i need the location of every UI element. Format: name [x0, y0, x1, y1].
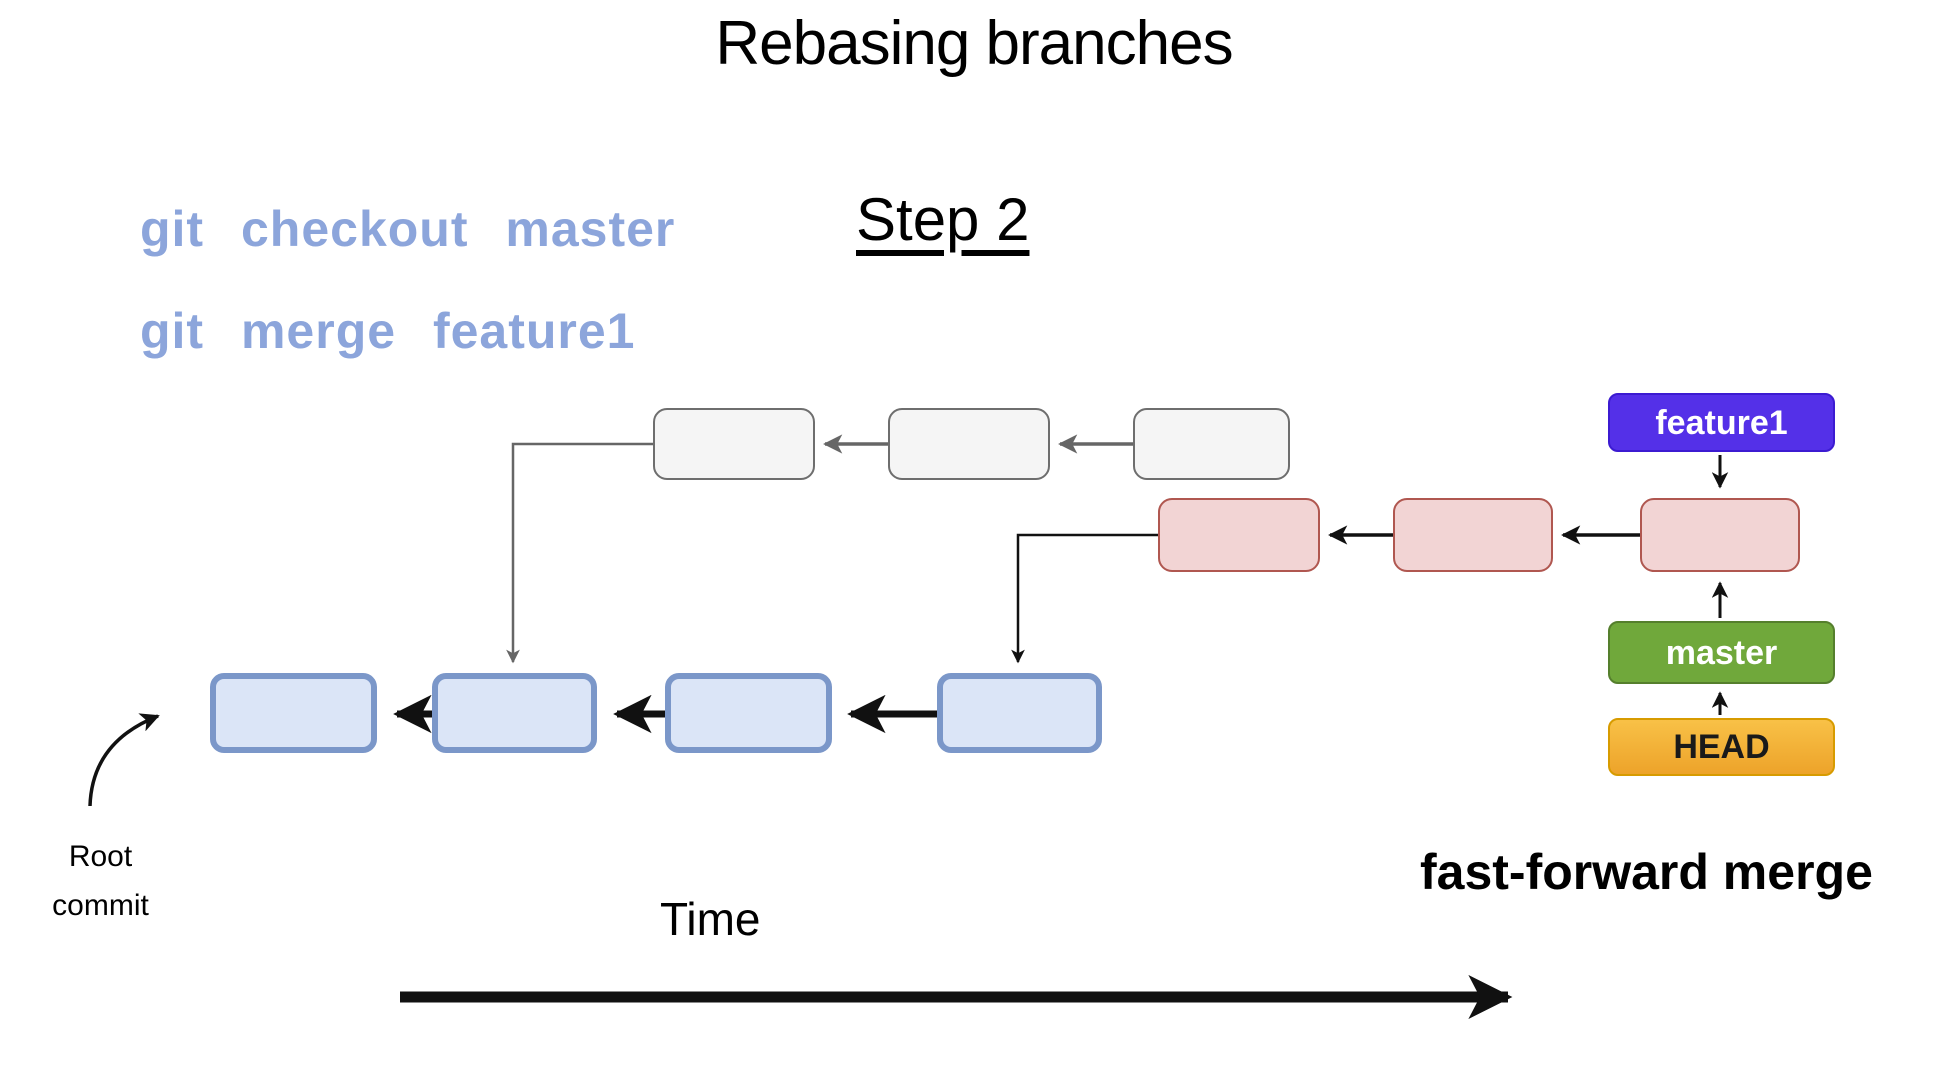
commit-rebased-1 — [1158, 498, 1320, 572]
arrow-gray-elbow-to-master-commit2 — [506, 442, 653, 664]
commit-master-4 — [937, 673, 1102, 753]
arrow-root-commit-pointer — [88, 713, 160, 807]
commit-rebased-3 — [1640, 498, 1800, 572]
commit-master-2 — [432, 673, 597, 753]
root-commit-line2: commit — [52, 889, 149, 922]
time-axis-label: Time — [660, 893, 761, 945]
commit-old-feature-1 — [653, 408, 815, 480]
commit-old-feature-3 — [1133, 408, 1290, 480]
head-pointer-label: HEAD — [1608, 718, 1835, 776]
root-commit-annotation: Root commit — [28, 832, 173, 930]
step-heading: Step 2 — [856, 186, 1030, 253]
commit-master-3 — [665, 673, 832, 753]
commit-master-1 — [210, 673, 377, 753]
page-title: Rebasing branches — [715, 9, 1233, 78]
git-command-merge: git merge feature1 — [140, 303, 636, 359]
fast-forward-merge-note: fast-forward merge — [1420, 844, 1873, 900]
git-command-checkout: git checkout master — [140, 201, 676, 257]
commit-rebased-2 — [1393, 498, 1553, 572]
branch-label-feature1: feature1 — [1608, 393, 1835, 452]
arrow-black-elbow-to-master-commit4 — [1011, 533, 1158, 664]
commit-old-feature-2 — [888, 408, 1050, 480]
root-commit-line1: Root — [68, 840, 133, 873]
branch-label-master: master — [1608, 621, 1835, 684]
